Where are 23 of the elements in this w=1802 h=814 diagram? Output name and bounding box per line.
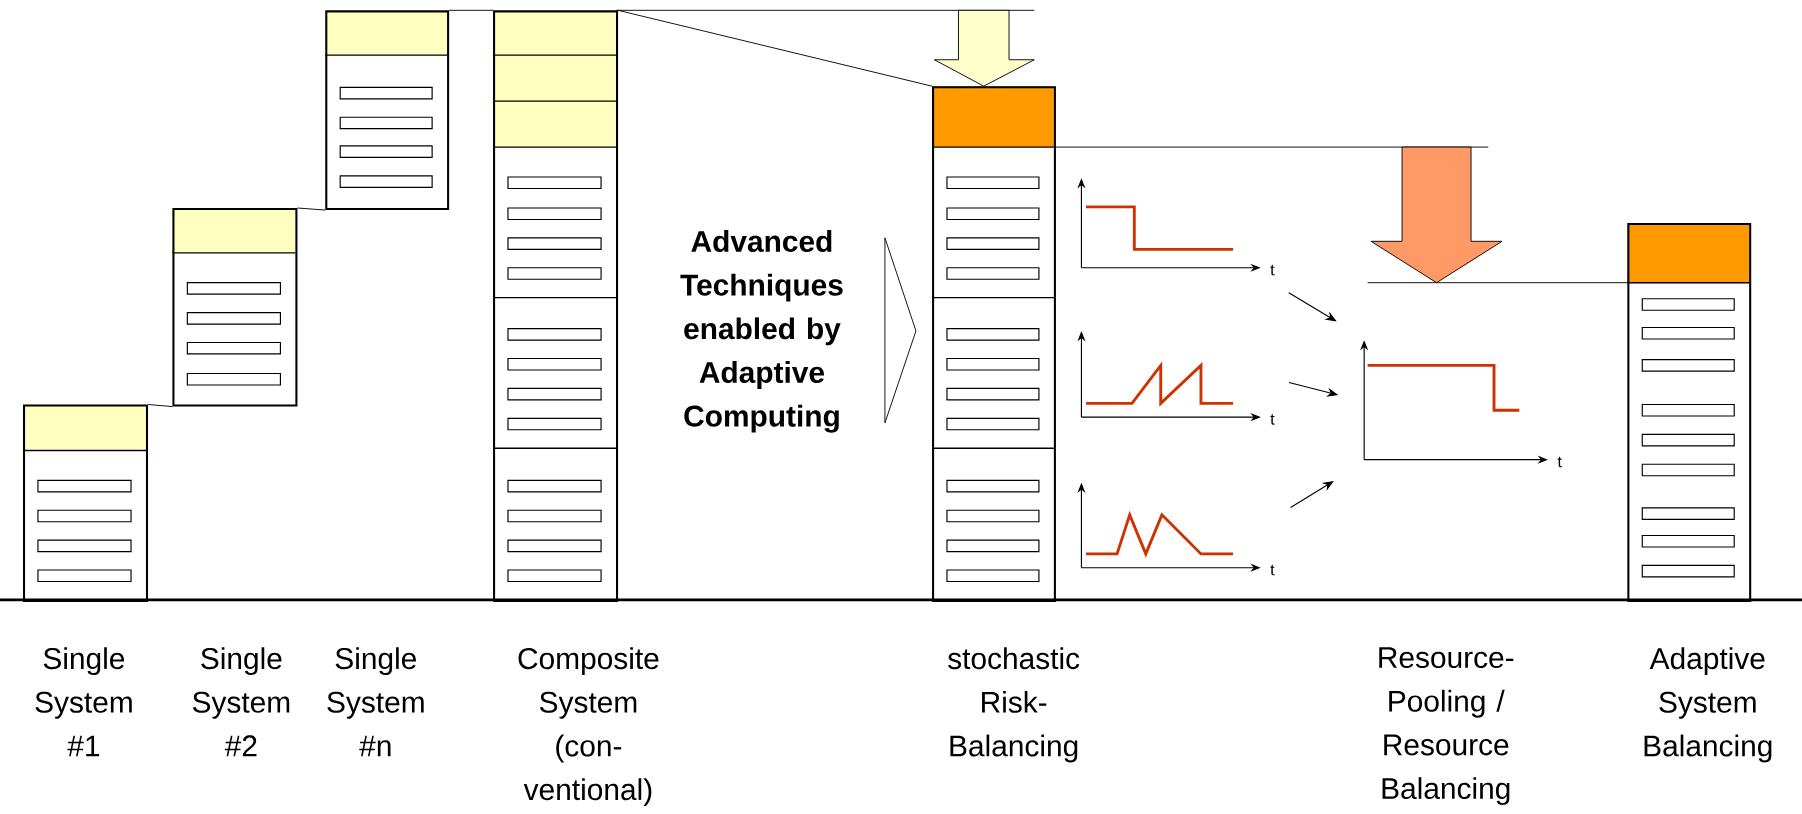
- text-label: Single System #n: [327, 647, 424, 757]
- text-label: Resource- Pooling / Resource Balancing: [1379, 647, 1514, 806]
- text-label: Adaptive System Balancing: [1644, 647, 1772, 763]
- text-label: Composite System (con- ventional): [518, 647, 659, 807]
- axis-label: t: [1270, 414, 1275, 425]
- text-label: Single System #1: [35, 647, 132, 757]
- text-label: Advanced Techniques enabled by Adaptive Computing: [680, 230, 843, 433]
- text-label: Single System #2: [192, 647, 290, 757]
- connector-line: [448, 10, 494, 11]
- server-rack: [492, 10, 619, 603]
- axis-label: t: [1557, 456, 1562, 468]
- server-rack: [22, 404, 149, 603]
- axis-label: t: [1270, 564, 1275, 576]
- connector-line: [147, 404, 173, 408]
- server-rack: [171, 208, 298, 407]
- server-rack: [1626, 223, 1752, 603]
- connector-line: [297, 207, 326, 211]
- text-label: stochastic Risk- Balancing: [948, 647, 1080, 763]
- server-rack: [931, 86, 1056, 603]
- server-rack: [324, 10, 450, 211]
- axis-label: t: [1270, 264, 1275, 276]
- connector-line: [617, 10, 933, 87]
- arrow: [1290, 481, 1334, 509]
